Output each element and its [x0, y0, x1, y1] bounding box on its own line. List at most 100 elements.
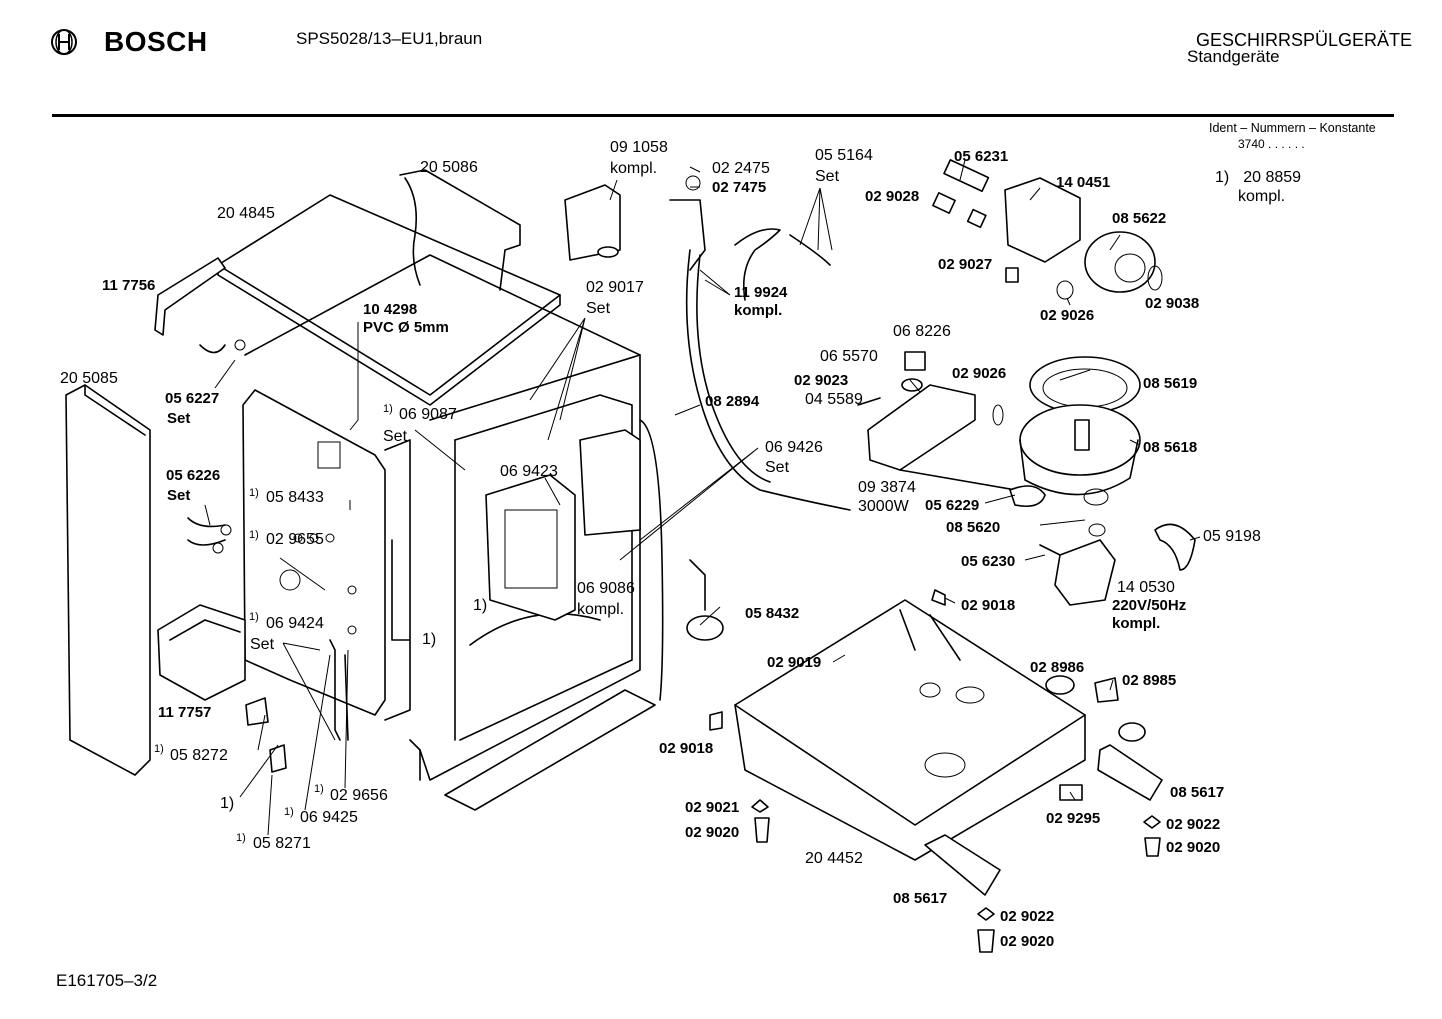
label-09-1058: 09 1058	[610, 139, 668, 156]
category-subtitle: Standgeräte	[1187, 47, 1280, 66]
category-title: GESCHIRRSPÜLGERÄTE	[1195, 30, 1412, 50]
label-kompl-06-9086: kompl.	[577, 601, 624, 618]
label-set-02-9017: Set	[586, 300, 611, 317]
ident-value: 3740 . . . . . .	[1238, 137, 1305, 151]
label-06-9087: 06 9087	[399, 406, 457, 423]
ident-label: Ident – Nummern – Konstante	[1209, 121, 1376, 135]
label-02-9027: 02 9027	[938, 256, 992, 273]
label-kompl-11-9924: kompl.	[734, 302, 782, 319]
label-10-4298: 10 4298	[363, 301, 417, 318]
inlet-valve-assembly	[669, 175, 851, 511]
pressure-switch	[686, 559, 724, 641]
label-02-9017: 02 9017	[586, 279, 644, 296]
drain-pump	[1039, 523, 1196, 606]
label-06-9086: 06 9086	[577, 580, 635, 597]
label-set-05-5164: Set	[815, 168, 840, 185]
label-kompl-14-0530: kompl.	[1112, 615, 1160, 632]
footnote-mark: 1)	[1215, 169, 1230, 186]
label-06-5570: 06 5570	[820, 348, 878, 365]
label-14-0451: 14 0451	[1056, 174, 1110, 191]
label-02-8985: 02 8985	[1122, 672, 1176, 689]
label-20-5086: 20 5086	[420, 159, 478, 176]
label-02-9021: 02 9021	[685, 799, 739, 816]
small-hardware	[187, 339, 1161, 953]
leader-lines	[204, 159, 1201, 836]
label-kompl-09-1058: kompl.	[610, 160, 657, 177]
sup-02-9655: 1)	[249, 529, 259, 541]
door-inner-panel	[242, 389, 386, 716]
footnote-text: kompl.	[1238, 188, 1286, 205]
label-02-2475: 02 2475	[712, 160, 770, 177]
label-06-8226: 06 8226	[893, 323, 951, 340]
label-02-9022-bottom: 02 9022	[1000, 908, 1054, 925]
label-set-05-6227: Set	[167, 410, 190, 427]
sup-06-9424: 1)	[249, 611, 259, 623]
label-08-5620: 08 5620	[946, 519, 1000, 536]
label-02-9295: 02 9295	[1046, 810, 1100, 827]
label-06-9425: 06 9425	[300, 809, 358, 826]
label-02-9018-left: 02 9018	[659, 740, 713, 757]
label-3000w: 3000W	[858, 498, 910, 515]
cabinet-top-panel	[217, 194, 561, 406]
label-05-9198: 05 9198	[1203, 528, 1261, 545]
label-05-8433: 05 8433	[266, 489, 324, 506]
sup-05-8433: 1)	[249, 487, 259, 499]
insulation-mat	[157, 604, 246, 701]
label-05-8271: 05 8271	[253, 835, 311, 852]
label-set-06-9426: Set	[765, 459, 790, 476]
label-02-9020-bottom: 02 9020	[1000, 933, 1054, 950]
label-02-8986: 02 8986	[1030, 659, 1084, 676]
water-tank	[564, 184, 621, 261]
sup-06-9425: 1)	[284, 806, 294, 818]
label-05-6230: 05 6230	[961, 553, 1015, 570]
sump-and-filter	[1019, 356, 1141, 506]
sup-06-9087: 1)	[383, 403, 393, 415]
label-08-5617-right: 08 5617	[1170, 784, 1224, 801]
label-05-6229: 05 6229	[925, 497, 979, 514]
label-02-9022-right: 02 9022	[1166, 816, 1220, 833]
label-08-2894: 08 2894	[705, 393, 760, 410]
footnote-reference: 1) 20 8859	[1215, 169, 1315, 187]
label-05-5164: 05 5164	[815, 147, 873, 164]
sup-02-9656: 1)	[314, 783, 324, 795]
cabinet-rear-panel	[399, 169, 521, 291]
heater-housing	[857, 351, 1106, 537]
label-02-9018-top: 02 9018	[961, 597, 1015, 614]
label-220v-50hz: 220V/50Hz	[1112, 597, 1186, 614]
label-02-9023: 02 9023	[794, 372, 848, 389]
label-02-9020-right: 02 9020	[1166, 839, 1220, 856]
label-05-8432: 05 8432	[745, 605, 799, 622]
rail-bracket	[154, 257, 226, 336]
label-set-05-6226: Set	[167, 487, 190, 504]
label-02-9019: 02 9019	[767, 654, 821, 671]
motor-assembly	[932, 159, 1163, 300]
base-tray	[734, 599, 1086, 861]
cabinet-side-panel	[65, 384, 151, 776]
header-divider	[52, 114, 1394, 117]
sup-05-8272: 1)	[154, 743, 164, 755]
label-06-9423: 06 9423	[500, 463, 558, 480]
label-11-7757: 11 7757	[158, 704, 211, 721]
label-02-7475: 02 7475	[712, 179, 766, 196]
dispenser-unit	[485, 429, 641, 621]
bosch-logo-icon	[51, 29, 77, 55]
label-08-5618: 08 5618	[1143, 439, 1197, 456]
footnote-number: 20 8859	[1243, 169, 1302, 186]
label-02-9026-mid: 02 9026	[952, 365, 1006, 382]
label-02-9020-left: 02 9020	[685, 824, 739, 841]
label-footnote-door: 1)	[422, 631, 436, 648]
label-06-9424: 06 9424	[266, 615, 324, 632]
label-20-4845: 20 4845	[217, 205, 275, 222]
label-14-0530: 14 0530	[1117, 579, 1175, 596]
label-05-6227: 05 6227	[165, 390, 219, 407]
base-foot-rail	[924, 744, 1163, 896]
label-footnote-left: 1)	[220, 795, 234, 812]
label-05-6226: 05 6226	[166, 467, 220, 484]
label-02-9026-top: 02 9026	[1040, 307, 1094, 324]
label-02-9656: 02 9656	[330, 787, 388, 804]
label-05-6231: 05 6231	[954, 148, 1008, 165]
label-11-7756: 11 7756	[102, 277, 155, 294]
label-set-06-9087: Set	[383, 428, 408, 445]
brand-name: BOSCH	[104, 26, 208, 57]
